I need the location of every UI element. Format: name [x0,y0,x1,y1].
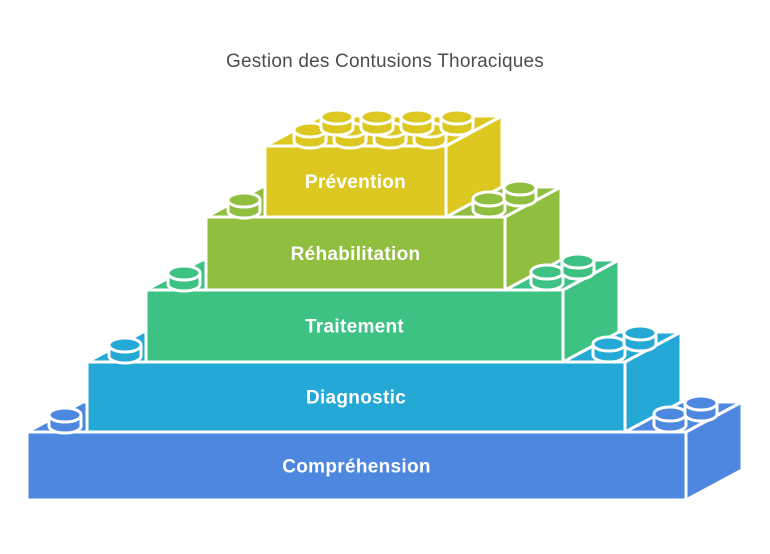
brick-label: Prévention [305,172,406,193]
lego-stud [292,121,328,150]
stud-top [439,108,475,126]
brick-front-face [25,430,688,502]
brick-front-face [85,360,627,434]
lego-stud [471,190,507,219]
lego-stud [560,252,596,281]
stud-top [226,191,262,209]
lego-stud [591,335,627,364]
stud-top [529,263,565,281]
stud-top [359,108,395,126]
studs-prevention [292,108,475,150]
lego-stud [166,264,202,293]
lego-stud [439,108,475,137]
lego-stud [359,108,395,137]
lego-stud [399,108,435,137]
studs-diagnostic [107,324,658,365]
stud-top [471,190,507,208]
stud-top [683,394,719,412]
lego-stud [107,336,143,365]
lego-stud [502,179,538,208]
studs-comprehension [47,394,719,435]
diagram-title: Gestion des Contusions Thoraciques [225,51,545,72]
brick-label: Réhabilitation [291,244,421,265]
stud-top [319,108,355,126]
stud-top [166,264,202,282]
stud-top [399,108,435,126]
lego-stud [529,263,565,292]
stud-top [622,324,658,342]
stud-top [560,252,596,270]
lego-stud [226,191,262,220]
studs-rehabilitation [226,179,538,220]
brick-label: Traitement [305,317,404,338]
brick-label: Diagnostic [306,388,406,409]
stud-top [107,336,143,354]
lego-stud [652,405,688,434]
lego-stud [683,394,719,423]
lego-stud [622,324,658,353]
stud-top [502,179,538,197]
brick-label: Compréhension [282,457,431,478]
stud-top [591,335,627,353]
stud-top [47,406,83,424]
lego-stud [47,406,83,435]
lego-stud [319,108,355,137]
stud-top [652,405,688,423]
studs-traitement [166,252,596,293]
